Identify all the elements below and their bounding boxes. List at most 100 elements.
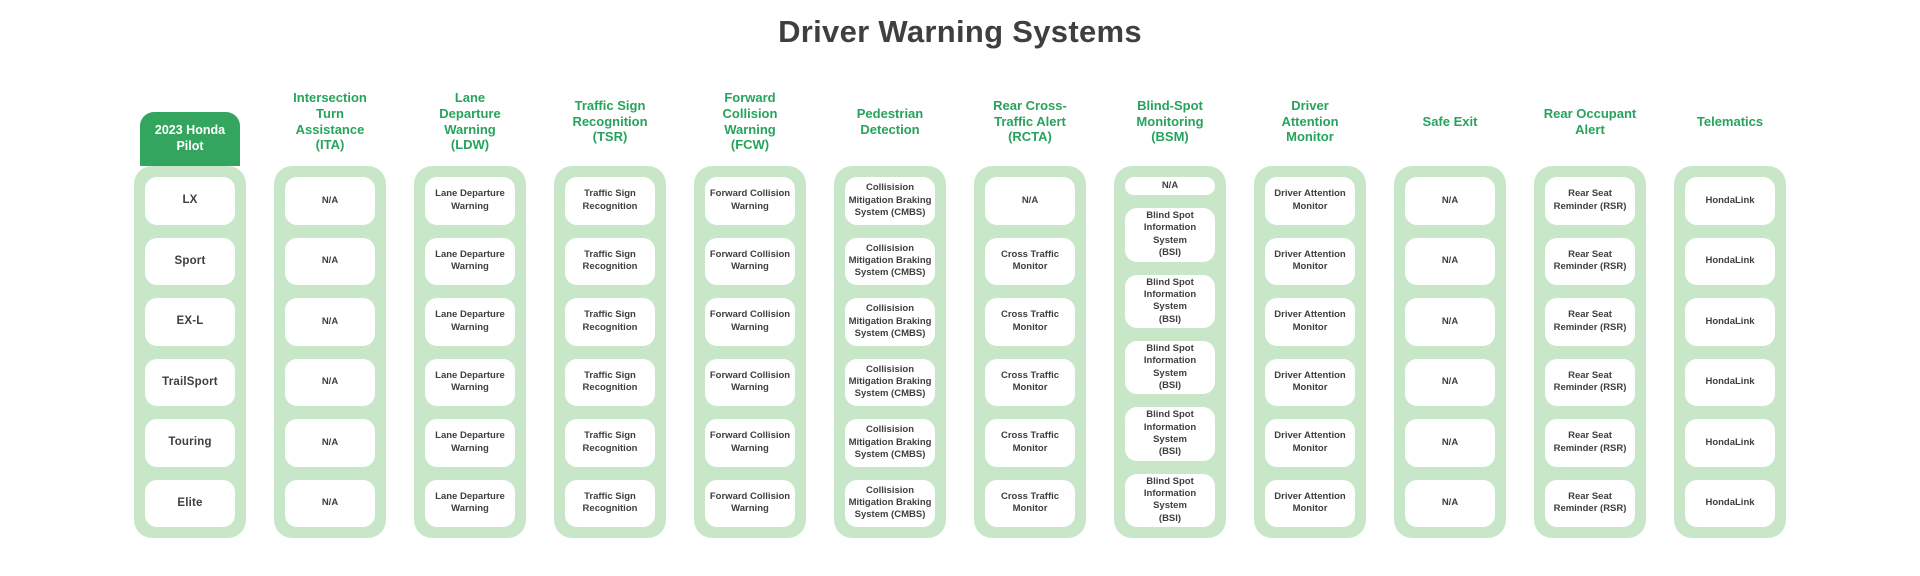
column-header-zone: Lane Departure Warning (LDW) bbox=[414, 77, 526, 166]
feature-cell: Lane Departure Warning bbox=[425, 358, 515, 406]
feature-cell: HondaLink bbox=[1685, 237, 1775, 285]
feature-column: Lane Departure Warning (LDW) Lane Departu… bbox=[414, 77, 526, 538]
column-header: Forward Collision Warning (FCW) bbox=[722, 89, 778, 153]
trim-cell: Touring bbox=[145, 419, 235, 467]
feature-cell: N/A bbox=[285, 358, 375, 406]
feature-cell: Cross Traffic Monitor bbox=[985, 479, 1075, 527]
feature-cell: Collisision Mitigation Braking System (C… bbox=[845, 358, 935, 406]
feature-cell: Forward Collision Warning bbox=[705, 419, 795, 467]
column-header-zone: Intersection Turn Assistance (ITA) bbox=[274, 77, 386, 166]
trim-cell: Sport bbox=[145, 237, 235, 285]
feature-cell: HondaLink bbox=[1685, 419, 1775, 467]
feature-cell: HondaLink bbox=[1685, 298, 1775, 346]
feature-cell: Rear Seat Reminder (RSR) bbox=[1545, 479, 1635, 527]
feature-cell: Traffic Sign Recognition bbox=[565, 177, 655, 225]
feature-cell: Blind Spot Information System (BSI) bbox=[1125, 208, 1215, 262]
feature-cell: N/A bbox=[1405, 237, 1495, 285]
feature-cell: Driver Attention Monitor bbox=[1265, 237, 1355, 285]
column-cells: N/A Blind Spot Information System (BSI) Bl… bbox=[1114, 166, 1226, 538]
vehicle-badge: 2023 Honda Pilot bbox=[140, 112, 240, 166]
column-header: Telematics bbox=[1696, 113, 1764, 129]
feature-cell: Lane Departure Warning bbox=[425, 177, 515, 225]
feature-cell: Driver Attention Monitor bbox=[1265, 358, 1355, 406]
page-title: Driver Warning Systems bbox=[778, 14, 1142, 49]
feature-cell: Driver Attention Monitor bbox=[1265, 419, 1355, 467]
column-cells: Rear Seat Reminder (RSR) Rear Seat Remind… bbox=[1534, 166, 1646, 538]
trim-cell: TrailSport bbox=[145, 358, 235, 406]
column-header-zone: Driver Attention Monitor bbox=[1254, 77, 1366, 166]
column-header: Pedestrian Detection bbox=[856, 105, 924, 137]
feature-cell: N/A bbox=[285, 419, 375, 467]
column-header: Rear Cross- Traffic Alert (RCTA) bbox=[993, 97, 1067, 145]
feature-column: Traffic Sign Recognition (TSR)Traffic Si… bbox=[554, 77, 666, 538]
feature-cell: N/A bbox=[285, 298, 375, 346]
feature-cell: Collisision Mitigation Braking System (C… bbox=[845, 479, 935, 527]
feature-cell: Traffic Sign Recognition bbox=[565, 298, 655, 346]
feature-cell: Forward Collision Warning bbox=[705, 358, 795, 406]
feature-cell: N/A bbox=[1405, 419, 1495, 467]
column-header-zone: Rear Cross- Traffic Alert (RCTA) bbox=[974, 77, 1086, 166]
feature-cell: Traffic Sign Recognition bbox=[565, 479, 655, 527]
feature-cell: N/A bbox=[1405, 358, 1495, 406]
column-header-zone: Telematics bbox=[1674, 77, 1786, 166]
feature-cell: Driver Attention Monitor bbox=[1265, 479, 1355, 527]
feature-cell: Cross Traffic Monitor bbox=[985, 358, 1075, 406]
feature-cell: N/A bbox=[1405, 298, 1495, 346]
feature-cell: Driver Attention Monitor bbox=[1265, 298, 1355, 346]
feature-cell: Rear Seat Reminder (RSR) bbox=[1545, 419, 1635, 467]
column-header: Driver Attention Monitor bbox=[1281, 97, 1339, 145]
feature-cell: Forward Collision Warning bbox=[705, 177, 795, 225]
feature-cell: Cross Traffic Monitor bbox=[985, 237, 1075, 285]
feature-cell: Forward Collision Warning bbox=[705, 298, 795, 346]
trim-cell: EX-L bbox=[145, 298, 235, 346]
feature-cell: N/A bbox=[1125, 177, 1215, 196]
column-header-zone: Blind-Spot Monitoring (BSM) bbox=[1114, 77, 1226, 166]
feature-cell: HondaLink bbox=[1685, 479, 1775, 527]
feature-cell: Rear Seat Reminder (RSR) bbox=[1545, 177, 1635, 225]
feature-cell: Collisision Mitigation Braking System (C… bbox=[845, 177, 935, 225]
feature-cell: HondaLink bbox=[1685, 177, 1775, 225]
column-header: Rear Occupant Alert bbox=[1543, 105, 1637, 137]
feature-cell: N/A bbox=[285, 237, 375, 285]
feature-cell: Blind Spot Information System (BSI) bbox=[1125, 407, 1215, 461]
feature-cell: Lane Departure Warning bbox=[425, 298, 515, 346]
feature-cell: Collisision Mitigation Braking System (C… bbox=[845, 419, 935, 467]
feature-cell: Collisision Mitigation Braking System (C… bbox=[845, 237, 935, 285]
feature-cell: Forward Collision Warning bbox=[705, 237, 795, 285]
feature-cell: N/A bbox=[985, 177, 1075, 225]
feature-cell: Rear Seat Reminder (RSR) bbox=[1545, 358, 1635, 406]
column-header-zone: Rear Occupant Alert bbox=[1534, 77, 1646, 166]
feature-cell: Traffic Sign Recognition bbox=[565, 419, 655, 467]
feature-cell: Lane Departure Warning bbox=[425, 237, 515, 285]
feature-cell: N/A bbox=[285, 177, 375, 225]
feature-cell: Traffic Sign Recognition bbox=[565, 358, 655, 406]
feature-cell: N/A bbox=[1405, 479, 1495, 527]
column-header: Lane Departure Warning (LDW) bbox=[439, 89, 501, 153]
column-header-zone: Traffic Sign Recognition (TSR) bbox=[554, 77, 666, 166]
trim-cell: Elite bbox=[145, 479, 235, 527]
trim-cell: LX bbox=[145, 177, 235, 225]
feature-cell: Blind Spot Information System (BSI) bbox=[1125, 274, 1215, 328]
column-header: Safe Exit bbox=[1422, 113, 1478, 129]
feature-cell: Cross Traffic Monitor bbox=[985, 298, 1075, 346]
feature-column: Blind-Spot Monitoring (BSM) N/A Blind Spot… bbox=[1114, 77, 1226, 538]
feature-cell: Lane Departure Warning bbox=[425, 419, 515, 467]
column-header-zone: Pedestrian Detection bbox=[834, 77, 946, 166]
feature-cell: Rear Seat Reminder (RSR) bbox=[1545, 237, 1635, 285]
